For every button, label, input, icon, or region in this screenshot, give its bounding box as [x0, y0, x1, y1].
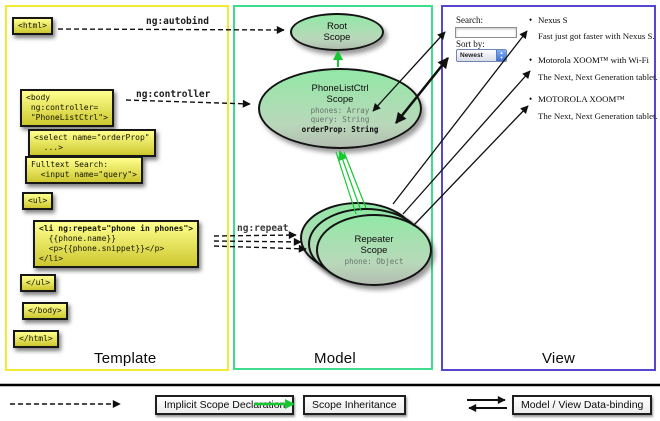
view-column-label: View	[542, 350, 576, 367]
repeater-scope-ellipse-front: Repeater Scope phone: Object	[316, 214, 432, 286]
model-column-frame	[233, 5, 433, 370]
ng-controller-label: ng:controller	[136, 89, 211, 100]
repeater-scope-prop: phone: Object	[344, 256, 404, 266]
code-body-open: <body ng:controller= "PhoneListCtrl">	[20, 89, 114, 127]
template-column-label: Template	[94, 350, 157, 367]
code-li-repeat: <li ng:repeat="phone in phones"> {{phone…	[33, 220, 200, 268]
view-item-title: Nexus S	[538, 15, 568, 25]
root-scope-ellipse: Root Scope	[290, 13, 384, 51]
code-ul-open: <ul>	[22, 192, 54, 210]
code-fulltext-search: Fulltext Search: <input name="query">	[25, 156, 143, 184]
view-search-input-graphic	[455, 27, 517, 38]
model-column-label: Model	[314, 350, 356, 367]
code-select: <select name="orderProp" ...>	[28, 129, 156, 157]
view-item-title: Motorola XOOM™ with Wi-Fi	[538, 55, 649, 65]
dropdown-stepper-icon: ▲▼	[496, 50, 506, 61]
root-scope-title: Root Scope	[323, 21, 351, 43]
ng-repeat-label: ng:repeat	[237, 223, 289, 234]
phonelistctrl-scope-ellipse: PhoneListCtrl Scope phones: Array query:…	[258, 68, 422, 149]
code-body-close: </body>	[22, 302, 68, 320]
bullet-icon: •	[529, 15, 533, 25]
phonelistctrl-scope-props: phones: Array query: String	[310, 105, 370, 125]
view-item-desc: Fast just got faster with Nexus S.	[538, 31, 655, 41]
repeater-scope-title: Repeater Scope	[354, 233, 394, 256]
view-sort-dropdown-value: Newest	[460, 52, 483, 59]
view-item-desc: The Next, Next Generation tablet.	[538, 72, 658, 82]
ng-autobind-label: ng:autobind	[146, 16, 209, 27]
code-html-close: </html>	[13, 330, 59, 348]
bullet-icon: •	[529, 55, 533, 65]
code-li-repeat-rest: {{phone.name}} <p>{{phone.snippet}}</p> …	[39, 234, 165, 263]
view-item-desc: The Next, Next Generation tablet.	[538, 111, 658, 121]
legend-model-view-databinding: Model / View Data-binding	[512, 395, 653, 415]
bullet-icon: •	[529, 94, 533, 104]
view-item-title: MOTOROLA XOOM™	[538, 94, 625, 104]
code-ul-close: </ul>	[20, 274, 57, 292]
view-sortby-label: Sort by:	[456, 39, 485, 49]
view-sort-dropdown-graphic: Newest ▲▼	[456, 49, 507, 62]
legend-scope-inheritance: Scope Inheritance	[303, 395, 406, 415]
code-li-repeat-bold-line: <li ng:repeat="phone in phones">	[39, 224, 194, 233]
legend-implicit-scope-declaration: Implicit Scope Declaration	[155, 395, 295, 415]
phonelistctrl-scope-title: PhoneListCtrl Scope	[311, 82, 369, 105]
view-search-label: Search:	[456, 15, 483, 25]
phonelistctrl-scope-orderprop: orderProp: String	[301, 124, 379, 134]
code-html-open: <html>	[12, 17, 53, 35]
